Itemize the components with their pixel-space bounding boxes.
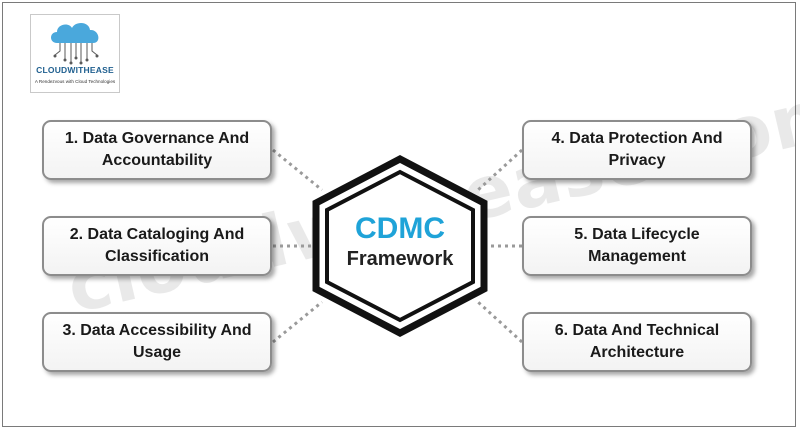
component-label-6: 6. Data And Technical Architecture [554, 322, 720, 361]
component-box-2: 2. Data Cataloging And Classification [42, 216, 272, 276]
logo: CLOUDWITHEASE A Rendezvous with Cloud Te… [30, 14, 120, 93]
component-box-6: 6. Data And Technical Architecture [522, 312, 752, 372]
component-label-2: 2. Data Cataloging And Classification [69, 226, 245, 265]
component-box-4: 4. Data Protection And Privacy [522, 120, 752, 180]
cloud-icon [51, 22, 99, 65]
component-label-1: 1. Data Governance And Accountability [64, 130, 250, 169]
component-box-5: 5. Data Lifecycle Management [522, 216, 752, 276]
center-title: CDMC [355, 212, 445, 245]
connector-6 [476, 300, 524, 344]
component-label-5: 5. Data Lifecycle Management [574, 226, 700, 265]
logo-name: CLOUDWITHEASE [36, 65, 114, 75]
component-label-4: 4. Data Protection And Privacy [551, 130, 723, 169]
component-box-1: 1. Data Governance And Accountability [42, 120, 272, 180]
connector-4 [476, 148, 524, 192]
logo-tagline: A Rendezvous with Cloud Technologies [34, 79, 116, 84]
center-hexagon [312, 155, 488, 337]
center-subtitle: Framework [346, 248, 454, 270]
component-box-3: 3. Data Accessibility And Usage [42, 312, 272, 372]
component-label-3: 3. Data Accessibility And Usage [62, 322, 252, 361]
